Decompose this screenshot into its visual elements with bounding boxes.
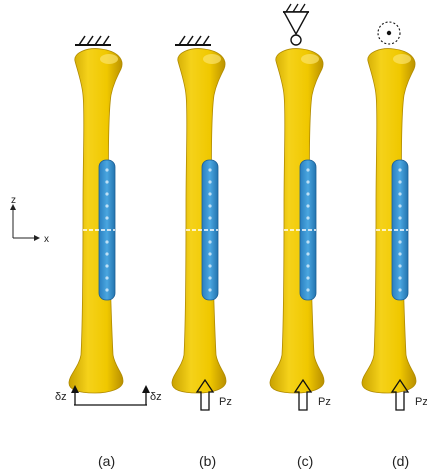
up-arrow-icon — [142, 385, 150, 393]
force-label: Pz — [318, 396, 331, 408]
panel-caption-c: (c) — [297, 453, 313, 469]
x-axis-arrowhead — [34, 235, 40, 241]
displacement-label-right: δz — [150, 391, 162, 403]
bone-with-plate — [362, 49, 416, 393]
bone-with-plate — [69, 49, 123, 393]
panel-a: δz δz (a) — [55, 36, 162, 469]
bone-with-plate — [270, 49, 324, 393]
panel-c: Pz (c) — [270, 4, 331, 469]
fixed-support-icon — [75, 36, 111, 45]
pinned-support-icon — [283, 4, 309, 45]
panel-caption-a: (a) — [98, 453, 115, 469]
force-label: Pz — [415, 396, 427, 408]
fixed-support-icon — [175, 36, 211, 45]
free-support-icon — [378, 22, 400, 44]
panel-b: Pz (b) — [172, 36, 232, 469]
panel-d: Pz (d) — [362, 22, 427, 469]
x-axis-label: x — [44, 234, 49, 245]
panel-caption-b: (b) — [199, 453, 216, 469]
z-axis-label: z — [11, 195, 16, 206]
panel-caption-d: (d) — [392, 453, 409, 469]
axis-triad: z x — [10, 195, 49, 245]
force-label: Pz — [219, 396, 232, 408]
bone-with-plate — [172, 49, 226, 393]
displacement-label-left: δz — [55, 391, 67, 403]
